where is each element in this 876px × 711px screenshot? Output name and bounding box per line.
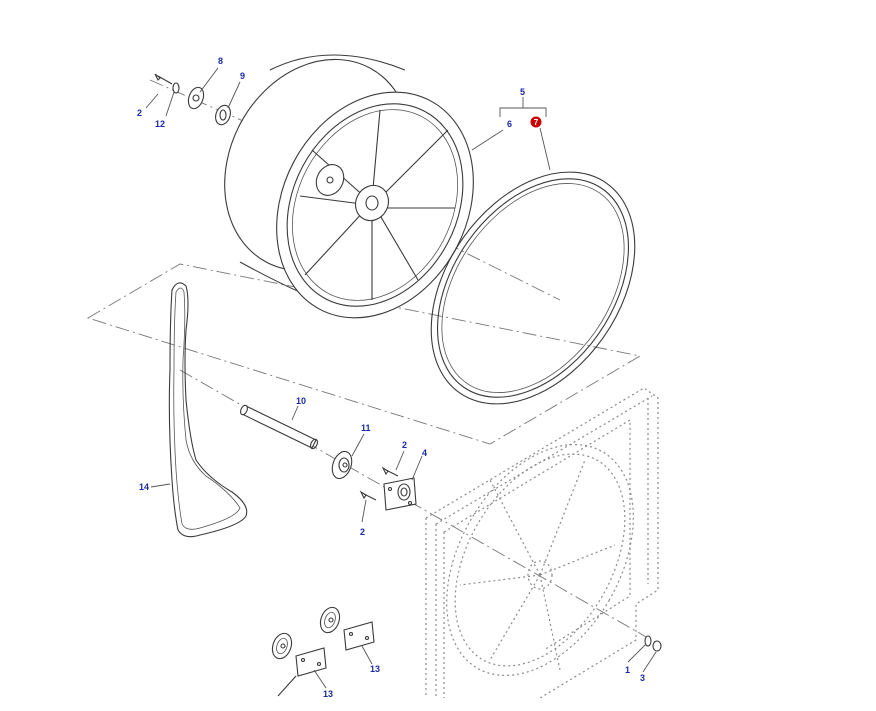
idler-pulley-lower[interactable] — [269, 631, 327, 697]
callout-13-lower: 13 — [323, 689, 333, 699]
ring-seal[interactable] — [389, 134, 677, 442]
bolt-middle[interactable] — [381, 466, 399, 477]
assembly-plane-outline — [86, 263, 642, 445]
drum-cylinder[interactable] — [189, 27, 512, 353]
callout-5: 5 — [520, 87, 525, 97]
idler-pulley-upper[interactable] — [317, 605, 375, 651]
callout-2-middle: 2 — [402, 440, 407, 450]
callout-9: 10 — [296, 396, 306, 406]
callout-10: 9 — [240, 71, 245, 81]
callout-12: 12 — [155, 119, 165, 129]
bolt-top[interactable] — [154, 73, 173, 85]
flange-bearing[interactable] — [329, 449, 355, 481]
washer-top[interactable] — [172, 82, 180, 94]
washer-right[interactable] — [644, 635, 652, 647]
callout-13-upper: 13 — [370, 664, 380, 674]
leader-lines — [145, 67, 657, 689]
shaft[interactable] — [239, 404, 319, 450]
bearing-housing[interactable] — [383, 477, 417, 511]
callout-6: 6 — [507, 119, 512, 129]
callout-1: 1 — [625, 665, 630, 675]
callout-7: 7 — [534, 118, 539, 127]
bearing-top[interactable] — [213, 103, 233, 127]
callout-8: 8 — [218, 56, 223, 66]
callout-2-top: 2 — [137, 108, 142, 118]
drive-belt[interactable] — [168, 282, 248, 538]
callout-2-lower: 2 — [360, 527, 365, 537]
highlight-badge-7: 7 — [530, 116, 542, 128]
bolt-lower[interactable] — [359, 490, 377, 501]
callout-14: 14 — [139, 482, 149, 492]
nut-right[interactable] — [652, 640, 662, 652]
callout-4: 4 — [422, 448, 427, 458]
callout-3: 3 — [640, 673, 645, 683]
callout-11: 11 — [361, 423, 371, 433]
flange-top[interactable] — [186, 85, 207, 110]
fan-frame — [425, 387, 659, 699]
callout-labels: 2 12 8 9 5 6 7 10 11 2 4 2 14 1 3 13 13 — [137, 56, 645, 699]
